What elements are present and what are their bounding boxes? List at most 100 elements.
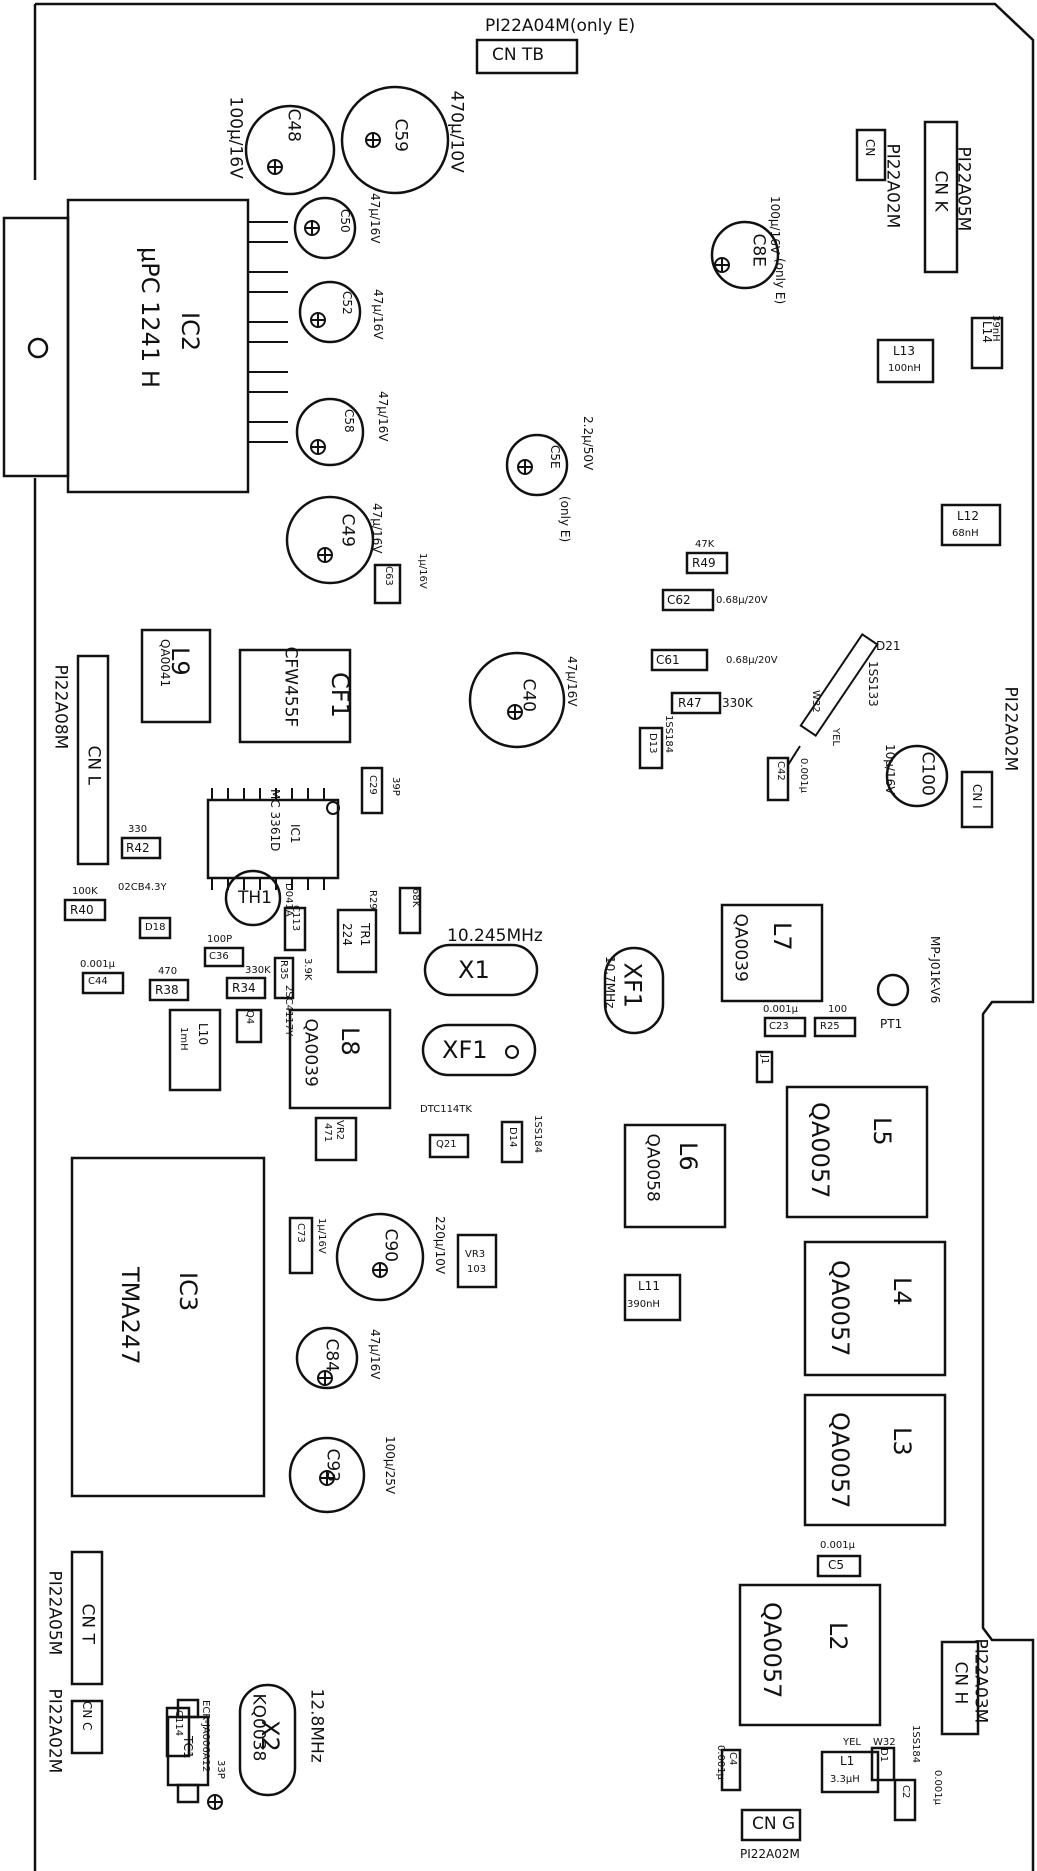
c50-body xyxy=(293,196,357,260)
cn-t-ref-label: CN T xyxy=(77,1603,98,1644)
d21-diode xyxy=(787,632,879,766)
c100-value-label: 10μ/16V xyxy=(883,744,897,795)
l2-ref-label: L2 xyxy=(824,1622,852,1651)
r42-ref-label: R42 xyxy=(126,841,150,855)
c52-ref-label: C52 xyxy=(340,291,354,315)
c62-ref-label: C62 xyxy=(667,593,691,607)
l5-value-label: QA0057 xyxy=(806,1102,834,1199)
c100-body xyxy=(885,744,949,808)
vr3-ref-label: VR3 xyxy=(465,1249,486,1260)
l7-ref-label: L7 xyxy=(768,922,796,951)
tc1-ref-label: TC1 xyxy=(181,1736,195,1759)
c58-body xyxy=(295,397,365,467)
c48-ref-label: C48 xyxy=(283,108,304,143)
r49-ref-label: R49 xyxy=(692,556,716,570)
c2-value-label: 0.001μ xyxy=(932,1770,943,1805)
l5-ref-label: L5 xyxy=(868,1117,896,1146)
c84-ref-label: C84 xyxy=(321,1338,342,1373)
r49-value-label: 47K xyxy=(695,539,715,550)
d1-ref-label: D1 xyxy=(878,1748,889,1763)
c48-body xyxy=(244,104,336,196)
cn-sq-part-label: PI22A02M xyxy=(882,143,903,229)
c44-value-label: 0.001μ xyxy=(80,959,115,970)
c73-value-label: 1μ/16V xyxy=(316,1218,327,1254)
r42-value-label: 330 xyxy=(128,824,148,835)
xf1-body xyxy=(421,1023,537,1077)
r29-value-label: 68K xyxy=(410,888,421,908)
c29-ref-label: C29 xyxy=(367,775,378,795)
c50-ref-label: C50 xyxy=(338,209,352,233)
l6-value-label: QA0058 xyxy=(642,1133,663,1202)
r40-value-label: 100K xyxy=(72,886,98,897)
q4-part-label: 2SC4117Y xyxy=(283,985,294,1037)
l7-body xyxy=(720,903,824,1003)
th1-ref-label: TH1 xyxy=(238,888,272,908)
c5e-value-label: 2.2μ/50V xyxy=(581,416,595,471)
w32-top-ref-label: W32 xyxy=(810,690,821,713)
c36-value-label: 100P xyxy=(207,934,233,945)
cn-l-part-label: PI22A08M xyxy=(50,664,71,750)
r29-ref-label: R29 xyxy=(367,890,378,910)
q21-body xyxy=(428,1133,470,1159)
ic1-pins xyxy=(211,788,325,890)
c90-value-label: 220μ/10V xyxy=(433,1216,447,1275)
x1-ref-label: X1 xyxy=(458,956,490,984)
d13-ref-label: D13 xyxy=(647,733,658,754)
cf1-ref-label: CF1 xyxy=(326,672,354,718)
l10-ref-label: L10 xyxy=(196,1023,210,1045)
r38-value-label: 470 xyxy=(158,966,178,977)
pt1-body xyxy=(876,973,910,1007)
c63-ref-label: C63 xyxy=(383,566,394,586)
c58-value-label: 47μ/16V xyxy=(376,391,390,442)
c93-ref-label: C93 xyxy=(322,1448,343,1483)
c52-body xyxy=(298,280,362,344)
l8-body xyxy=(288,1008,392,1110)
vr2-ref-label: VR2 xyxy=(334,1120,345,1141)
c73-ref-label: C73 xyxy=(295,1223,306,1243)
c40-body xyxy=(468,651,566,749)
c49-value-label: 47μ/16V xyxy=(370,503,384,554)
w32-bot-color-label: YEL xyxy=(843,1737,861,1748)
ic1-part-label: MC 3361D xyxy=(268,789,282,852)
q21-ref-label: Q21 xyxy=(436,1139,457,1150)
tc1-part-label: ECR-JA006A12 xyxy=(200,1700,211,1773)
cn-tb-part-label: PI22A04M(only E) xyxy=(485,16,636,36)
xf1-ref-label: XF1 xyxy=(442,1036,488,1064)
cn-sq-ref-label: CN xyxy=(863,139,877,157)
vr3-body xyxy=(456,1233,498,1289)
c48-value-label: 100μ/16V xyxy=(225,96,246,179)
d13-body xyxy=(638,726,664,770)
c29-value-label: 39P xyxy=(390,777,401,796)
tr1-ref-label: TR1 xyxy=(358,923,372,947)
cn-c-part-label: PI22A02M xyxy=(44,1688,65,1774)
ic1-body xyxy=(206,798,340,880)
d21-part-label: 1SS133 xyxy=(866,661,880,707)
x2-body xyxy=(238,1683,297,1797)
r34-value-label: 330K xyxy=(245,965,271,976)
l2-value-label: QA0057 xyxy=(758,1602,786,1699)
ic3-body xyxy=(70,1156,266,1498)
l14-value-label: 39nH xyxy=(990,315,1001,342)
d18-body xyxy=(138,916,172,940)
l11-ref-label: L11 xyxy=(638,1279,660,1293)
r47-value-label: 330K xyxy=(722,696,753,710)
d18-part-label: 02CB4.3Y xyxy=(118,882,167,893)
c90-body xyxy=(335,1212,425,1302)
cn-h-ref-label: CN H xyxy=(950,1661,971,1705)
c8e-ref-label: C8E xyxy=(748,233,769,267)
j1-body xyxy=(755,1050,774,1084)
c5e-note-label: (only E) xyxy=(558,496,572,543)
vr3-value-label: 103 xyxy=(467,1264,487,1275)
x2-freq-label: 12.8MHz xyxy=(306,1688,327,1763)
xf1-10m7-ref-label: XF1 xyxy=(618,962,647,1009)
c84-body xyxy=(295,1326,359,1390)
cn-i-ref-label: CN I xyxy=(970,784,984,809)
ic2-mounting-hole xyxy=(27,337,49,359)
l6-ref-label: L6 xyxy=(674,1142,702,1171)
c5e-body xyxy=(505,433,569,497)
q21-part-label: DTC114TK xyxy=(420,1104,472,1115)
c5-ref-label: C5 xyxy=(828,1558,845,1572)
ic2-ref-label: IC2 xyxy=(176,312,204,352)
c2-ref-label: C2 xyxy=(900,1785,911,1799)
